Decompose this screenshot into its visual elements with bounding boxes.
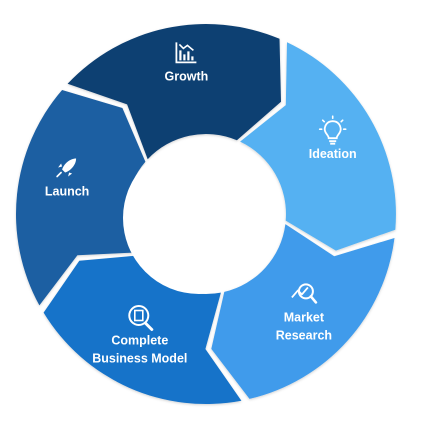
growth-chart-icon [175, 42, 197, 64]
stage-ideation-arrow [240, 42, 396, 251]
stage-growth-arrow [67, 23, 281, 160]
stage-ideation: Ideation [240, 42, 396, 251]
stage-launch-label: Launch [45, 185, 89, 199]
magnifier-chart-icon [291, 283, 318, 304]
rocket-icon [56, 158, 77, 178]
stage-growth: Growth [67, 23, 281, 160]
stage-launch-arrow [16, 90, 146, 306]
search-document-icon [128, 305, 154, 331]
stage-launch: Launch [16, 90, 146, 306]
stage-market-research-arrow [211, 224, 395, 399]
stage-complete-business-model-arrow [43, 255, 242, 405]
stage-growth-label: Growth [165, 69, 209, 83]
stage-ideation-label: Ideation [309, 147, 357, 161]
lightbulb-icon [318, 115, 347, 145]
